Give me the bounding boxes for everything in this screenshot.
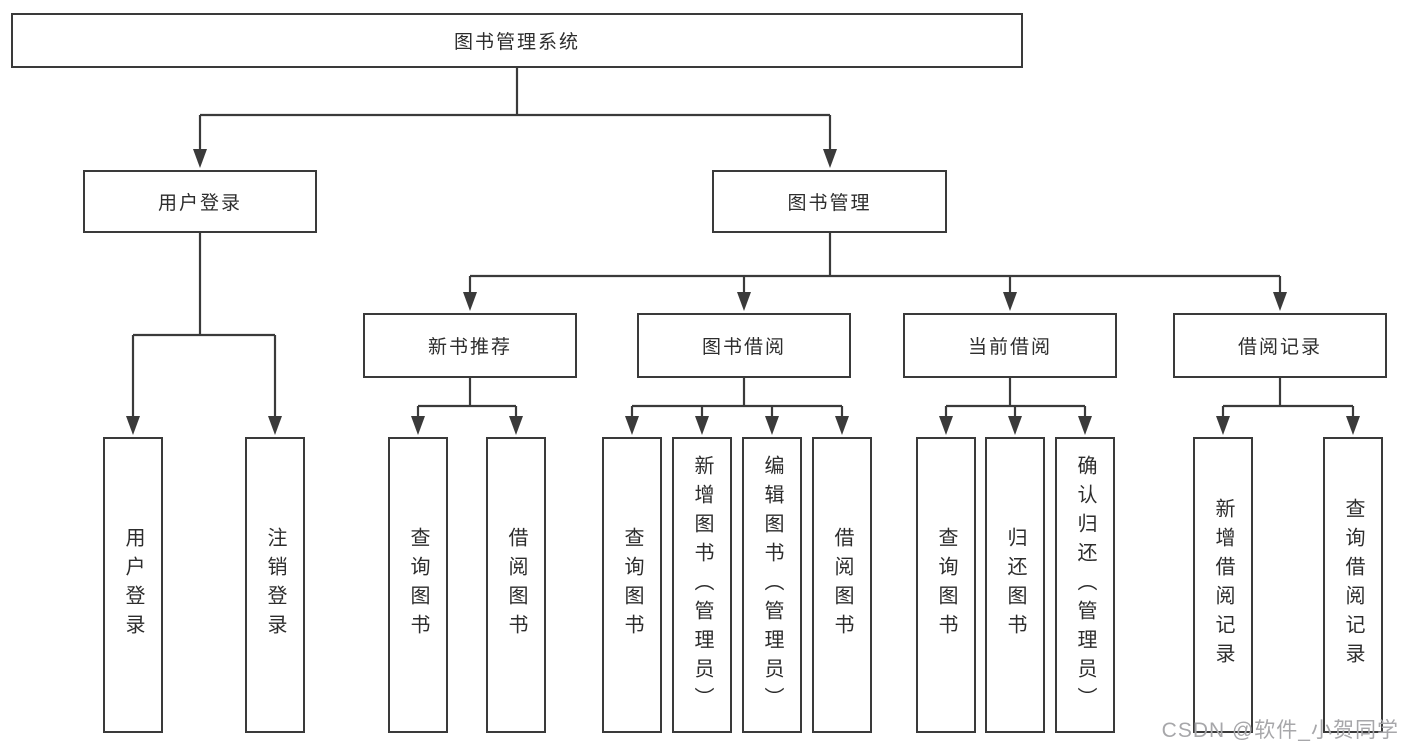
node-current-borrowing: 当前借阅 (903, 313, 1117, 378)
leaf-borrow-books-borrowing: 借阅图书 (812, 437, 872, 733)
leaf-borrow-books-recommend: 借阅图书 (486, 437, 546, 733)
leaf-user-login: 用户登录 (103, 437, 163, 733)
node-borrowing-records: 借阅记录 (1173, 313, 1387, 378)
leaf-query-books-current: 查询图书 (916, 437, 976, 733)
leaf-confirm-return-admin: 确认归还（管理员） (1055, 437, 1115, 733)
leaf-add-books-admin: 新增图书（管理员） (672, 437, 732, 733)
leaf-edit-books-admin: 编辑图书（管理员） (742, 437, 802, 733)
leaf-query-books-recommend: 查询图书 (388, 437, 448, 733)
leaf-return-books: 归还图书 (985, 437, 1045, 733)
leaf-query-borrow-record: 查询借阅记录 (1323, 437, 1383, 733)
leaf-query-books-borrowing: 查询图书 (602, 437, 662, 733)
leaf-logout: 注销登录 (245, 437, 305, 733)
node-book-management: 图书管理 (712, 170, 947, 233)
node-new-book-recommendation: 新书推荐 (363, 313, 577, 378)
csdn-watermark: CSDN @软件_小贺同学 (1161, 719, 1399, 742)
leaf-add-borrow-record: 新增借阅记录 (1193, 437, 1253, 733)
node-library-management-system: 图书管理系统 (11, 13, 1023, 68)
node-user-login: 用户登录 (83, 170, 317, 233)
node-book-borrowing: 图书借阅 (637, 313, 851, 378)
